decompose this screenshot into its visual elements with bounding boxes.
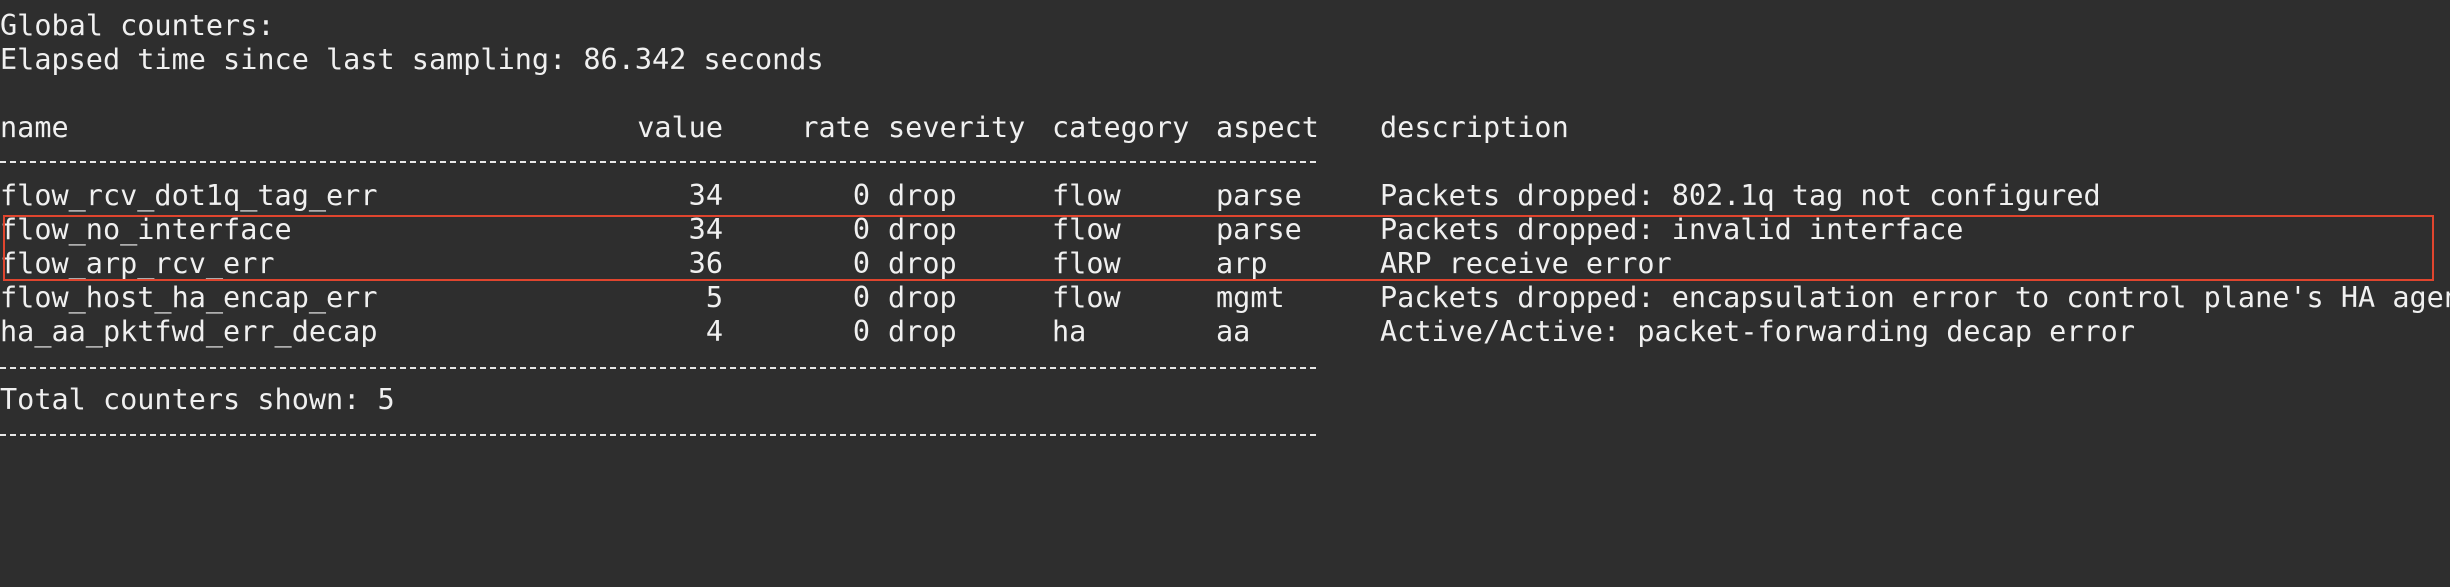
column-header-name: name bbox=[0, 111, 69, 144]
row-aspect: parse bbox=[1216, 179, 1302, 212]
row-description: Packets dropped: invalid interface bbox=[1380, 213, 1964, 246]
row-value: 34 bbox=[688, 179, 723, 212]
row-value: 5 bbox=[705, 281, 723, 314]
row-name: flow_no_interface bbox=[0, 213, 292, 246]
row-description: Packets dropped: encapsulation error to … bbox=[1380, 281, 2450, 314]
row-rate: 0 bbox=[852, 213, 870, 246]
row-description: ARP receive error bbox=[1380, 247, 1672, 280]
row-value: 4 bbox=[705, 315, 723, 348]
row-severity: drop bbox=[888, 247, 957, 280]
row-category: flow bbox=[1052, 247, 1121, 280]
column-header-value: value bbox=[637, 111, 723, 144]
row-description: Packets dropped: 802.1q tag not configur… bbox=[1380, 179, 2101, 212]
row-rate: 0 bbox=[852, 247, 870, 280]
column-header-severity: severity bbox=[888, 111, 1026, 144]
table-row: flow_arp_rcv_err 36 0 drop flow arp ARP … bbox=[0, 247, 2450, 281]
row-rate: 0 bbox=[852, 281, 870, 314]
elapsed-time-text: Elapsed time since last sampling: 86.342… bbox=[0, 43, 824, 76]
row-value: 34 bbox=[688, 213, 723, 246]
highlight-box bbox=[3, 215, 2434, 281]
row-name: ha_aa_pktfwd_err_decap bbox=[0, 315, 378, 348]
row-rate: 0 bbox=[852, 179, 870, 212]
row-aspect: parse bbox=[1216, 213, 1302, 246]
row-severity: drop bbox=[888, 179, 957, 212]
table-row: ha_aa_pktfwd_err_decap 4 0 drop ha aa Ac… bbox=[0, 315, 2450, 349]
row-value: 36 bbox=[688, 247, 723, 280]
column-header-row: name value rate severity category aspect… bbox=[0, 111, 2450, 145]
row-severity: drop bbox=[888, 281, 957, 314]
table-row: flow_rcv_dot1q_tag_err 34 0 drop flow pa… bbox=[0, 179, 2450, 213]
row-category: ha bbox=[1052, 315, 1087, 348]
row-severity: drop bbox=[888, 315, 957, 348]
row-name: flow_rcv_dot1q_tag_err bbox=[0, 179, 378, 212]
row-category: flow bbox=[1052, 281, 1121, 314]
row-aspect: aa bbox=[1216, 315, 1251, 348]
table-bottom-separator bbox=[0, 367, 1316, 369]
table-row: flow_host_ha_encap_err 5 0 drop flow mgm… bbox=[0, 281, 2450, 315]
table-row: flow_no_interface 34 0 drop flow parse P… bbox=[0, 213, 2450, 247]
row-aspect: mgmt bbox=[1216, 281, 1285, 314]
total-counters-text: Total counters shown: 5 bbox=[0, 383, 395, 416]
row-name: flow_host_ha_encap_err bbox=[0, 281, 378, 314]
column-header-description: description bbox=[1380, 111, 1569, 144]
header-separator bbox=[0, 161, 1316, 163]
footer-separator bbox=[0, 434, 1316, 436]
column-header-category: category bbox=[1052, 111, 1190, 144]
row-aspect: arp bbox=[1216, 247, 1268, 280]
row-description: Active/Active: packet-forwarding decap e… bbox=[1380, 315, 2135, 348]
row-category: flow bbox=[1052, 179, 1121, 212]
global-counters-title: Global counters: bbox=[0, 9, 275, 42]
row-severity: drop bbox=[888, 213, 957, 246]
row-name: flow_arp_rcv_err bbox=[0, 247, 275, 280]
column-header-rate: rate bbox=[801, 111, 870, 144]
column-header-aspect: aspect bbox=[1216, 111, 1319, 144]
row-rate: 0 bbox=[852, 315, 870, 348]
row-category: flow bbox=[1052, 213, 1121, 246]
